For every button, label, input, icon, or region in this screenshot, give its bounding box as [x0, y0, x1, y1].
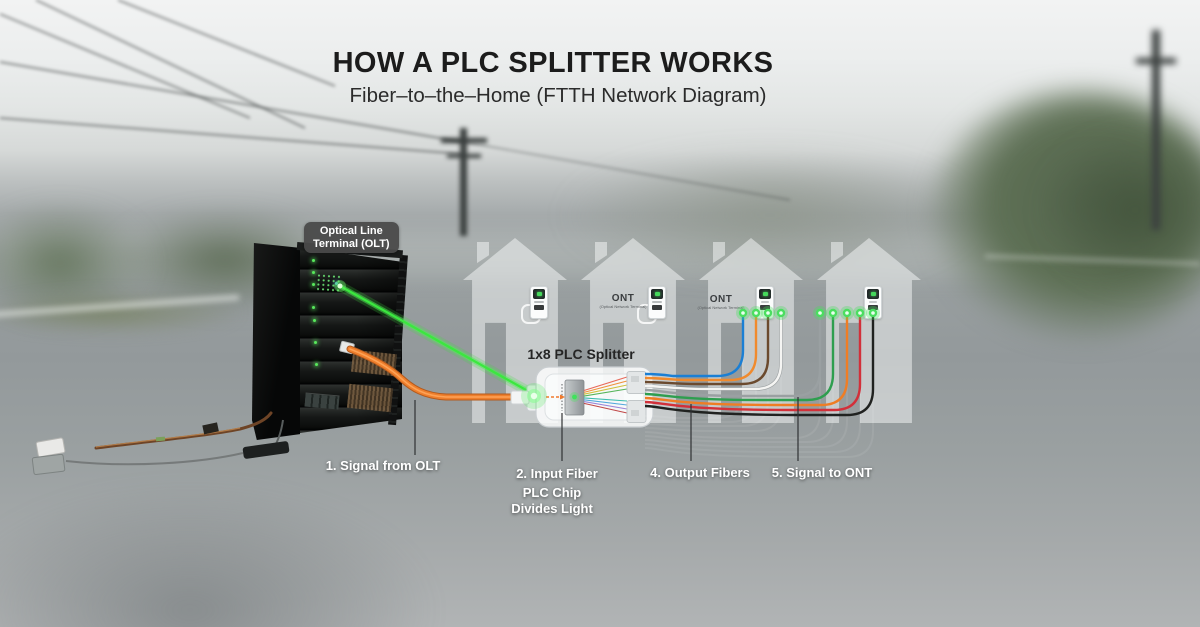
step-2-label: 2. Input Fiber: [516, 466, 598, 481]
thin-cable: [65, 452, 244, 466]
laser-beam-core: [338, 284, 537, 397]
page-title: HOW A PLC SPLITTER WORKS: [332, 47, 774, 79]
fiber-tip-core: [818, 311, 822, 315]
olt-callout-line1: Optical Line: [319, 225, 383, 237]
fiber-orange2: [644, 316, 849, 407]
black-connector: [242, 441, 290, 459]
fiber-tip-core: [754, 311, 758, 315]
splitter-label: 1x8 PLC Splitter: [527, 346, 635, 362]
fiber-orange: [644, 316, 758, 382]
fiber-tip-core: [741, 311, 745, 315]
utility-pole-right-crossarm: [1136, 58, 1176, 64]
step-1-label: 1. Signal from OLT: [325, 458, 441, 473]
fiber-tip-core: [779, 311, 783, 315]
fiber-blue: [644, 316, 745, 378]
gray-connector: [31, 453, 66, 476]
chip-light: [572, 394, 577, 400]
step-5-label: 5. Signal to ONT: [771, 465, 873, 480]
trees-right-dark: [1040, 130, 1200, 290]
fiber-tip-core: [858, 311, 862, 315]
olt-callout-line2: Terminal (OLT): [313, 237, 390, 250]
step-3-label-line1: PLC Chip: [522, 485, 582, 500]
laser-impact-core: [530, 392, 538, 400]
utility-pole: [460, 128, 467, 236]
utility-pole-crossarm: [447, 154, 481, 158]
laser-source: [337, 283, 343, 289]
step-4-label: 4. Output Fibers: [650, 465, 750, 480]
fiber-tip-core: [845, 311, 849, 315]
step-3-label-line2: Divides Light: [511, 501, 593, 516]
olt-callout: Optical Line Terminal (OLT): [304, 222, 399, 253]
utility-pole-right: [1152, 30, 1160, 230]
fiber-tip-core: [871, 311, 875, 315]
fiber-reflection: [644, 358, 848, 448]
fiber-tip-core: [831, 311, 835, 315]
connector-detail: [631, 410, 639, 416]
output-connector-top: [626, 371, 647, 394]
utility-pole-crossarm: [441, 138, 487, 143]
copper-cable: [94, 411, 273, 450]
connector-detail: [631, 376, 639, 382]
page-subtitle: Fiber–to–the–Home (FTTH Network Diagram): [349, 84, 767, 107]
fiber-tip-core: [766, 311, 770, 315]
cable-tape: [155, 436, 166, 442]
